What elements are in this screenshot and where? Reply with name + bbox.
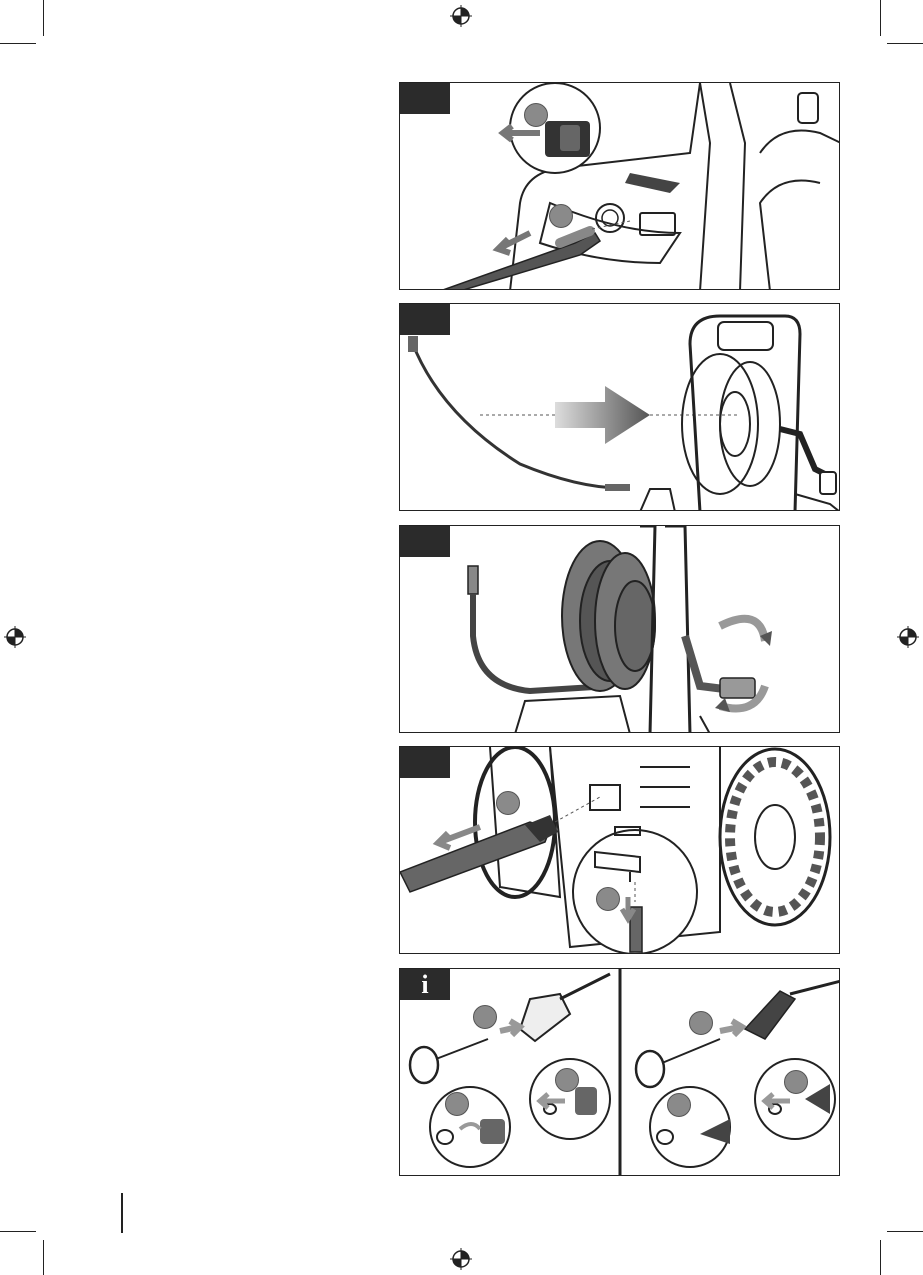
crop-mark <box>880 1240 881 1275</box>
crop-mark <box>43 1240 44 1275</box>
step-marker <box>667 1093 691 1117</box>
panel-number-tab <box>400 526 450 557</box>
registration-mark-icon <box>4 626 26 648</box>
step-marker <box>473 1005 497 1029</box>
registration-mark-icon <box>897 626 919 648</box>
registration-mark-icon <box>450 1248 472 1270</box>
page-footer-rule <box>121 1193 123 1233</box>
crop-mark <box>0 43 36 44</box>
step-marker <box>445 1092 469 1116</box>
disconnect-spray-gun-hose-illustration <box>400 83 840 290</box>
figure-panel-1 <box>399 82 840 290</box>
crop-mark <box>887 1231 923 1232</box>
panel-number-tab <box>400 83 450 114</box>
figure-panel-2 <box>399 303 840 511</box>
step-marker <box>555 1068 579 1092</box>
step-marker <box>524 103 548 127</box>
step-marker <box>689 1011 713 1035</box>
info-icon: i <box>400 969 450 1000</box>
clean-nozzle-with-needle-illustration <box>400 969 840 1176</box>
disconnect-water-supply-illustration <box>400 747 840 954</box>
wind-hose-reel-illustration <box>400 526 840 733</box>
step-marker <box>549 204 573 228</box>
crop-mark <box>880 0 881 36</box>
crop-mark <box>43 0 44 36</box>
figure-panel-4 <box>399 746 840 954</box>
panel-number-tab <box>400 747 450 778</box>
step-marker <box>596 887 620 911</box>
step-marker <box>496 791 520 815</box>
crop-mark <box>887 43 923 44</box>
step-marker <box>784 1070 808 1094</box>
panel-number-tab <box>400 304 450 335</box>
hose-to-reel-illustration <box>400 304 840 511</box>
registration-mark-icon <box>450 5 472 27</box>
figure-panel-5-info: i <box>399 968 840 1176</box>
figure-panel-3 <box>399 525 840 733</box>
crop-mark <box>0 1231 36 1232</box>
